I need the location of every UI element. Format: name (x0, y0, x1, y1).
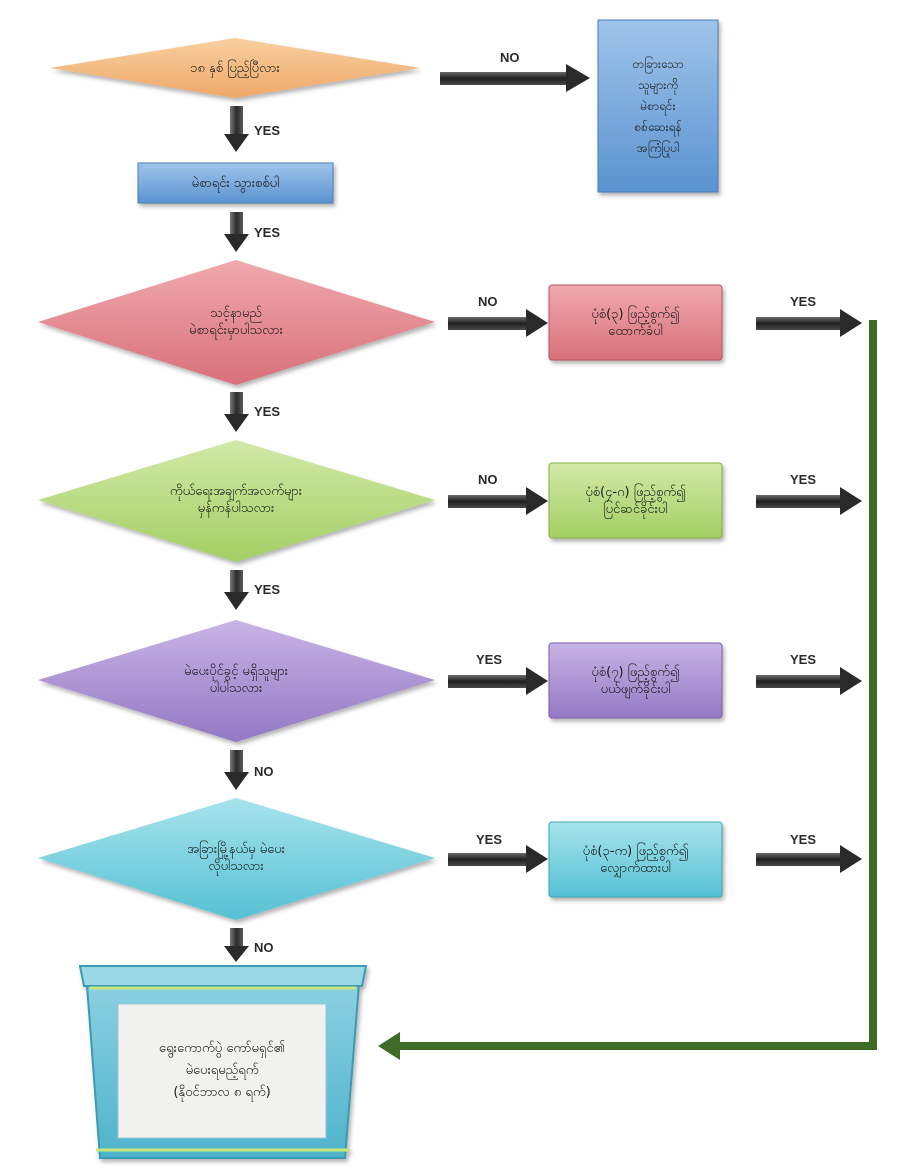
decision-ineligible-diamond (38, 620, 435, 742)
decision-age-text: ၁၈ နှစ် ပြည့်ပြီလား (190, 60, 280, 76)
decision-personal-info-text: ကိုယ်ရေးအချက်အလက်များ မှန်ကန်ပါသလား (169, 484, 303, 516)
decision-ineligible-text: မဲပေးပိုင်ခွင့် မရှိသူများ ပါပါသလား (183, 664, 289, 696)
return-arrow (378, 320, 877, 1060)
arrow-down-2 (224, 212, 249, 252)
advise-others-text: တခြားသော သူများကို မဲစာရင်း စစ်ဆေးရန် အက… (632, 56, 684, 155)
form-7-box (548, 642, 723, 719)
decision-other-township-text: အခြားမြို့နယ်မှ မဲပေး လိုပါသလား (187, 842, 285, 874)
form-3a-box (548, 821, 723, 898)
label-yes-down-1: YES (254, 123, 281, 138)
arrow-down-5 (224, 750, 249, 790)
label-yes-out-5: YES (790, 832, 817, 847)
label-yes-down-4: YES (254, 582, 281, 597)
label-yes-down-2: YES (254, 225, 281, 240)
label-yes-out-2: YES (790, 294, 817, 309)
decision-name-on-list-diamond (38, 260, 435, 385)
decision-age-diamond (50, 38, 420, 98)
arrow-right-2 (448, 309, 548, 337)
arrow-out-3 (756, 487, 862, 515)
label-yes-down-3: YES (254, 404, 281, 419)
label-no-down-6: NO (254, 940, 274, 955)
label-no-top: NO (500, 50, 520, 65)
label-yes-out-3: YES (790, 472, 817, 487)
arrow-down-6 (224, 928, 249, 962)
check-voter-list-box (137, 162, 334, 204)
arrow-out-5 (756, 845, 862, 873)
form-3-box (548, 284, 723, 361)
arrow-right-4 (448, 667, 548, 695)
label-no-3: NO (478, 472, 498, 487)
arrow-right-3 (448, 487, 548, 515)
arrow-down-3 (224, 392, 249, 432)
final-ballot-box (78, 965, 368, 1159)
label-yes-right-4: YES (476, 652, 503, 667)
arrow-right-top (440, 64, 590, 92)
final-date-text: ရွေးကောက်ပွဲ ကော်မရှင်၏ မဲပေးရမည့်ရက် (န… (158, 1041, 286, 1100)
arrow-out-2 (756, 309, 862, 337)
form-3-text: ပုံစံ(၃) ဖြည့်စွက်၍ ထောက်ခံပါ (591, 306, 680, 339)
form-3a-text: ပုံစံ(၃-က) ဖြည့်စွက်၍ လျှောက်ထားပါ (582, 843, 689, 876)
label-no-down-5: NO (254, 764, 274, 779)
form-7-text: ပုံစံ(၇) ဖြည့်စွက်၍ ပယ်ဖျက်ခိုင်းပါ (591, 664, 680, 697)
arrow-down-1 (224, 106, 249, 152)
arrow-right-5 (448, 845, 548, 873)
decision-name-on-list-text: သင့်နာမည် မဲစာရင်းမှာပါသလား (189, 306, 283, 338)
label-no-2: NO (478, 294, 498, 309)
arrow-out-4 (756, 667, 862, 695)
label-yes-out-4: YES (790, 652, 817, 667)
form-4c-text: ပုံစံ(၄-ဂ) ဖြည့်စွက်၍ ပြင်ဆင်ခိုင်းပါ (585, 484, 686, 517)
decision-personal-info-diamond (38, 440, 435, 562)
advise-others-box (597, 19, 719, 193)
decision-other-township-diamond (38, 798, 435, 920)
form-4c-box (548, 462, 723, 539)
check-voter-list-text: မဲစာရင်း သွားစစ်ပါ (191, 175, 280, 191)
label-yes-right-5: YES (476, 832, 503, 847)
arrow-down-4 (224, 570, 249, 610)
